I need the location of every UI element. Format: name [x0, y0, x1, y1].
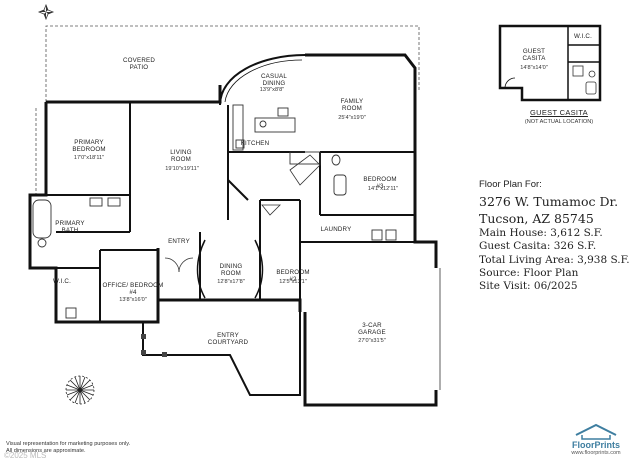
disclaimer-line-2: All dimensions are approximate.	[6, 448, 86, 454]
label-office: OFFICE/ BEDROOM#4	[102, 282, 163, 296]
dim-bedroom-2: 12'5"x13'1"	[279, 279, 307, 285]
label-wic-main: W.I.C.	[53, 278, 71, 285]
label-entry: ENTRY	[168, 238, 190, 245]
disclaimer: Visual representation for marketing purp…	[6, 441, 130, 455]
dining-arc-right	[254, 239, 264, 299]
dining-arc	[196, 239, 206, 299]
dim-garage: 27'0"x31'5"	[358, 338, 386, 344]
courtyard-walls	[142, 312, 301, 396]
casita-caption-note: (NOT ACTUAL LOCATION)	[524, 119, 594, 125]
courtyard-posts	[141, 334, 167, 357]
casita-fixtures	[572, 65, 597, 95]
guest-casita-walls	[498, 24, 602, 102]
dim-living-room: 19'10"x19'11"	[165, 166, 198, 172]
casita-caption-title: GUEST CASITA	[530, 108, 588, 117]
logo-name: FloorPrints	[571, 440, 620, 450]
dim-bedroom-3: 14'1"x12'11"	[368, 186, 398, 192]
disclaimer-line-1: Visual representation for marketing purp…	[6, 441, 131, 447]
dim-office: 13'8"x16'0"	[119, 297, 147, 303]
casual-dining-curve	[219, 54, 306, 106]
copyright-watermark: ©2025 MLS	[4, 451, 47, 460]
info-source: Source: Floor Plan	[479, 266, 579, 279]
address-line-2: Tucson, AZ 85745	[479, 211, 594, 226]
label-bedroom-3: BEDROOM#3	[363, 176, 396, 190]
patio-outline	[45, 25, 420, 102]
info-guest-casita: Guest Casita: 326 S.F.	[479, 240, 597, 253]
label-kitchen: KITCHEN	[241, 140, 270, 147]
info-total-living: Total Living Area: 3,938 S.F.	[479, 253, 630, 266]
entry-doors	[164, 257, 194, 273]
info-site-visit: Site Visit: 06/2025	[479, 280, 578, 293]
bath-fixtures	[32, 154, 397, 319]
floorprints-logo: FloorPrints www.floorprints.com	[556, 420, 636, 458]
closet-marks	[261, 154, 321, 216]
info-block: Floor Plan For: 3276 W. Tumamoc Dr. Tucs…	[479, 179, 637, 293]
kitchen-counters	[232, 104, 321, 165]
label-bedroom-2: BEDROOM#2	[276, 269, 309, 283]
label-wic-casita: W.I.C.	[574, 33, 592, 40]
floorprints-logo-icon	[575, 423, 617, 440]
dim-guest-casita: 14'8"x14'0"	[520, 65, 548, 71]
address-line-1: 3276 W. Tumamoc Dr.	[479, 194, 619, 209]
info-header: Floor Plan For:	[479, 179, 542, 190]
shrub-icon	[65, 375, 95, 405]
label-laundry: LAUNDRY	[321, 226, 352, 233]
dim-family-room: 25'4"x19'0"	[338, 115, 366, 121]
dim-casual-dining: 13'9"x8'8"	[260, 87, 284, 93]
dim-dining-room: 12'8"x17'8"	[217, 279, 245, 285]
logo-url: www.floorprints.com	[571, 450, 621, 456]
compass-icon	[37, 3, 55, 21]
interior-walls	[46, 102, 415, 322]
info-main-house: Main House: 3,612 S.F.	[479, 227, 603, 239]
dim-primary-bedroom: 17'0"x18'11"	[74, 155, 104, 161]
